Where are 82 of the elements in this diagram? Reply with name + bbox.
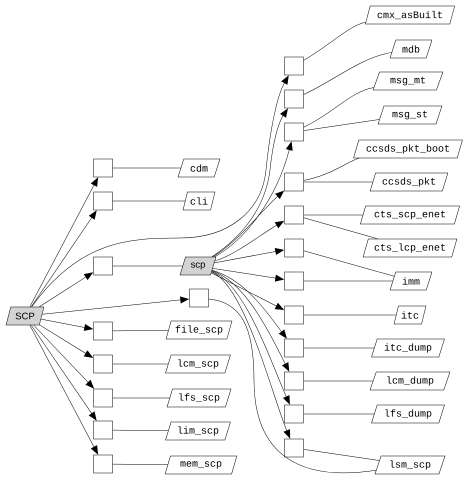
arrow [31, 210, 97, 307]
arrow [214, 220, 284, 262]
parallelogram-node: mem_scp [164, 456, 238, 474]
parallelogram-node: file_scp [166, 320, 232, 340]
arrow [212, 108, 288, 257]
empty-box [93, 192, 113, 210]
arrow [42, 296, 189, 314]
parallelogram-node: cmx_asBuilt [365, 6, 455, 24]
empty-box [284, 206, 304, 224]
connector-line [112, 200, 186, 202]
connector-line [304, 158, 360, 181]
parallelogram-node: msg_mt [372, 72, 444, 90]
arrow [39, 324, 93, 358]
connector-line [304, 250, 394, 276]
empty-box [284, 438, 304, 458]
connector-line [304, 214, 363, 216]
parallelogram-node: cts_scp_enet [360, 206, 460, 224]
connector-line [304, 380, 374, 382]
arrow [212, 190, 284, 257]
empty-box [284, 338, 304, 358]
parallelogram-node: mdb [390, 40, 432, 58]
connector-line [304, 314, 396, 316]
empty-box [93, 256, 113, 276]
arrow [30, 178, 98, 307]
empty-box [189, 288, 209, 308]
arrow [211, 272, 290, 438]
connector-line [112, 430, 168, 431]
parallelogram-node: lcm_scp [165, 354, 231, 374]
parallelogram-node: SCP [6, 306, 44, 326]
empty-box [93, 158, 113, 178]
arrow [212, 271, 290, 404]
arrow [34, 325, 94, 388]
parallelogram-node: cli [182, 192, 216, 210]
connector-line [304, 119, 380, 131]
parallelogram-node: lfs_dump [371, 404, 445, 424]
parallelogram-node: itc [394, 306, 426, 324]
empty-box [93, 454, 113, 474]
parallelogram-node: lim_scp [165, 422, 231, 440]
empty-box [284, 404, 304, 424]
arrow [211, 272, 284, 310]
connector-line [304, 449, 380, 461]
parallelogram-node: cdm [178, 158, 220, 178]
connector-line [208, 298, 376, 474]
empty-box [284, 56, 304, 76]
arrow [40, 318, 93, 331]
parallelogram-node: msg_st [378, 106, 442, 124]
arrow [31, 325, 97, 420]
empty-box [284, 122, 304, 142]
empty-box [284, 272, 304, 290]
empty-box [93, 388, 113, 408]
arrow [31, 76, 289, 307]
parallelogram-node: itc_dump [371, 338, 445, 358]
empty-box [284, 90, 304, 108]
arrow [212, 270, 287, 338]
connector-line [304, 280, 393, 282]
empty-box [284, 306, 304, 324]
parallelogram-node: lsm_scp [374, 456, 446, 474]
parallelogram-node: scp [180, 256, 216, 276]
parallelogram-node: lcm_dump [370, 372, 450, 390]
connector-line [304, 218, 378, 239]
empty-box [284, 238, 304, 258]
parallelogram-node: ccsds_pkt_boot [353, 140, 463, 158]
connector-line [304, 22, 366, 61]
arrow [212, 270, 290, 372]
parallelogram-node: imm [390, 272, 432, 290]
arrow [214, 142, 293, 257]
connector-line [304, 87, 374, 128]
connector-line [112, 464, 168, 465]
arrow [30, 325, 98, 454]
empty-box [93, 322, 113, 340]
parallelogram-node: cts_lcp_enet [362, 238, 458, 258]
connector-line [112, 330, 168, 332]
empty-box [284, 172, 304, 192]
arrow [212, 268, 284, 282]
empty-box [284, 372, 304, 390]
empty-box [93, 420, 113, 440]
empty-box [93, 354, 113, 374]
arrow [214, 248, 284, 264]
parallelogram-node: ccsds_pkt [370, 172, 448, 192]
arrow [39, 272, 93, 307]
connector-line [304, 52, 392, 95]
parallelogram-node: lfs_scp [166, 388, 232, 408]
